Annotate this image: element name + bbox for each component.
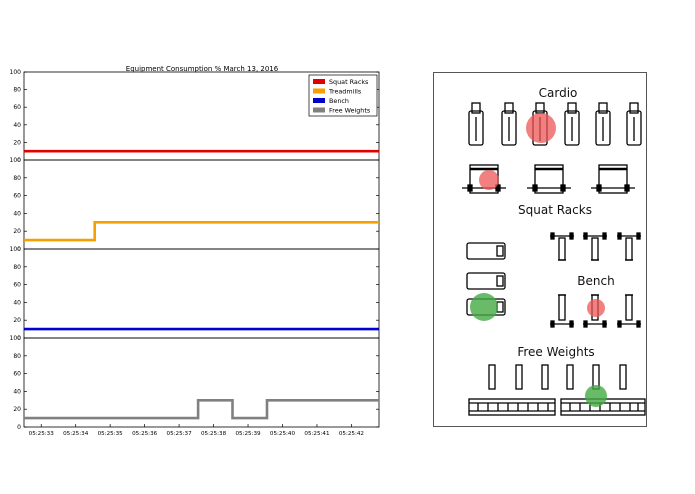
section-label-squat-racks: Squat Racks xyxy=(518,203,592,217)
bench-icon xyxy=(466,242,506,260)
y-tick-label: 0 xyxy=(17,157,21,164)
panel-frame xyxy=(23,159,380,250)
y-tick-label: 20 xyxy=(13,139,21,146)
legend-swatch xyxy=(313,98,325,103)
legend-label: Bench xyxy=(329,97,349,105)
x-tick-label: 05:25:33 xyxy=(29,431,55,437)
bench-barbell-icon xyxy=(617,232,641,261)
squat-rack-icon xyxy=(527,164,571,194)
dumbbell-icon xyxy=(619,364,627,390)
chart-title: Equipment Consumption % March 13, 2016 xyxy=(126,65,279,73)
y-tick-label: 60 xyxy=(13,104,21,111)
treadmill-icon xyxy=(595,102,611,146)
y-tick-label: 0 xyxy=(17,335,21,342)
section-label-bench: Bench xyxy=(577,274,614,288)
x-tick-label: 05:25:40 xyxy=(270,431,296,437)
bench-right-grid xyxy=(550,232,641,328)
legend-label: Squat Racks xyxy=(329,78,369,86)
x-tick-label: 05:25:34 xyxy=(63,431,89,437)
x-tick-label: 05:25:37 xyxy=(167,431,193,437)
y-tick-label: 20 xyxy=(13,228,21,235)
legend-swatch xyxy=(313,107,325,113)
squat-rack-row xyxy=(462,164,635,194)
x-tick-label: 05:25:35 xyxy=(98,431,124,437)
y-tick-label: 100 xyxy=(10,335,22,342)
consumption-charts: Equipment Consumption % March 13, 2016 0… xyxy=(10,65,380,437)
panel-frame xyxy=(23,248,380,339)
x-tick-label: 05:25:38 xyxy=(201,431,227,437)
dumbbell-icon xyxy=(541,364,549,390)
y-tick-label: 0 xyxy=(17,246,21,253)
y-tick-label: 80 xyxy=(13,353,21,360)
series-line-treadmills xyxy=(24,221,379,242)
free-weights-area xyxy=(468,364,646,416)
occupancy-marker-busy xyxy=(587,299,605,317)
y-tick-label: 40 xyxy=(13,299,21,306)
dumbbell-icon xyxy=(566,364,574,390)
dumbbell-rack-left xyxy=(468,398,556,416)
treadmill-icon xyxy=(501,102,517,146)
occupancy-marker-available xyxy=(470,293,498,321)
x-tick-label: 05:25:41 xyxy=(304,431,330,437)
treadmill-icon xyxy=(468,102,484,146)
section-label-cardio: Cardio xyxy=(539,86,578,100)
bench-barbell-icon xyxy=(617,294,641,328)
y-tick-label: 20 xyxy=(13,317,21,324)
legend-swatch xyxy=(313,79,325,84)
treadmill-icon xyxy=(626,102,642,146)
occupancy-marker-available xyxy=(585,385,607,407)
y-tick-label: 20 xyxy=(13,406,21,413)
panel-frame xyxy=(23,337,380,428)
squat-rack-icon xyxy=(591,164,635,194)
bench-barbell-icon xyxy=(550,232,574,261)
y-tick-label: 40 xyxy=(13,388,21,395)
x-tick-label: 05:25:39 xyxy=(235,431,261,437)
y-tick-label: 0 xyxy=(17,424,21,431)
y-tick-label: 100 xyxy=(10,246,22,253)
y-tick-label: 100 xyxy=(10,157,22,164)
bench-icon xyxy=(466,272,506,290)
section-label-free-weights: Free Weights xyxy=(517,345,594,359)
y-tick-label: 60 xyxy=(13,282,21,289)
legend-swatch xyxy=(313,88,325,94)
occupancy-marker-busy xyxy=(526,113,556,143)
x-tick-label: 05:25:36 xyxy=(132,431,158,437)
dumbbell-row xyxy=(488,364,627,390)
bench-barbell-icon xyxy=(583,232,607,261)
y-tick-label: 60 xyxy=(13,193,21,200)
y-tick-label: 100 xyxy=(10,69,22,76)
y-tick-label: 40 xyxy=(13,122,21,129)
dumbbell-icon xyxy=(488,364,496,390)
y-tick-label: 80 xyxy=(13,264,21,271)
legend-label: Treadmills xyxy=(328,88,362,96)
dumbbell-icon xyxy=(515,364,523,390)
series-line-free-weights xyxy=(24,398,379,420)
y-tick-label: 60 xyxy=(13,371,21,378)
legend-label: Free Weights xyxy=(329,107,371,115)
bench-barbell-icon xyxy=(550,294,574,328)
gym-floor-map: Cardio Squat Racks Bench Free Weights xyxy=(433,72,647,427)
y-tick-label: 80 xyxy=(13,175,21,182)
y-tick-label: 40 xyxy=(13,210,21,217)
treadmill-icon xyxy=(564,102,580,146)
y-tick-label: 80 xyxy=(13,87,21,94)
x-tick-label: 05:25:42 xyxy=(339,431,364,437)
occupancy-marker-busy xyxy=(479,170,499,190)
